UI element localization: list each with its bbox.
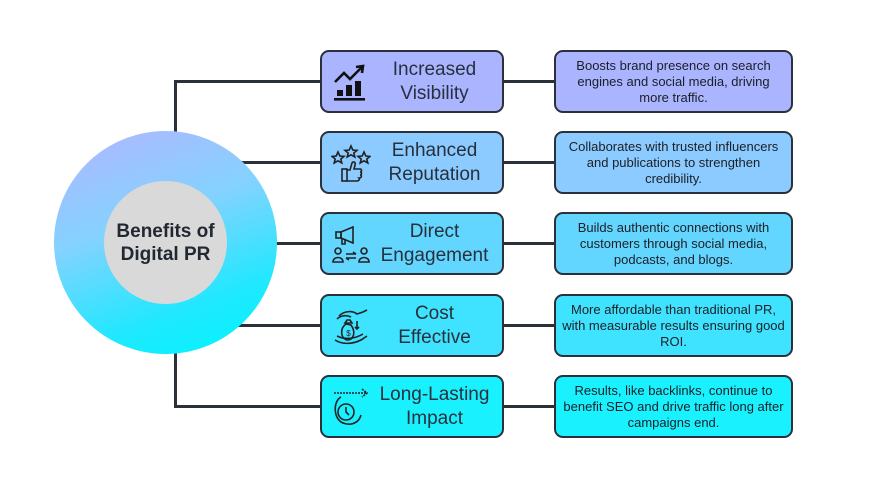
benefit-box-cost-effective: $ Cost Effective	[320, 294, 504, 357]
benefit-title: Enhanced Reputation	[371, 139, 502, 187]
clock-arrow-icon	[334, 387, 369, 425]
svg-text:$: $	[346, 329, 351, 338]
link-line-5	[503, 405, 555, 408]
link-line-2	[503, 161, 555, 164]
stars-thumbs-up-icon	[331, 143, 371, 182]
branch-line-3	[270, 242, 322, 245]
benefit-title: Direct Engagement	[371, 220, 502, 268]
benefit-description: Builds authentic connections with custom…	[577, 219, 770, 267]
benefit-title-line1: Long-Lasting	[379, 383, 490, 405]
benefit-title: Increased Visibility	[371, 58, 502, 106]
benefit-box-enhanced-reputation: Enhanced Reputation	[320, 131, 504, 194]
benefit-description: Results, like backlinks, continue to ben…	[563, 382, 784, 430]
growth-chart-icon	[334, 63, 365, 101]
benefit-description: More affordable than traditional PR, wit…	[562, 301, 785, 349]
benefit-description-box: Boosts brand presence on search engines …	[554, 50, 793, 113]
branch-line-2	[230, 161, 322, 164]
link-line-3	[503, 242, 555, 245]
benefit-title-line2: Engagement	[380, 244, 489, 266]
benefit-title-line1: Enhanced	[391, 139, 478, 161]
benefit-title-line1: Direct	[409, 220, 460, 242]
benefit-description: Collaborates with trusted influencers an…	[568, 138, 779, 186]
benefit-description-box: Results, like backlinks, continue to ben…	[554, 375, 793, 438]
benefit-title-line2: Effective	[398, 326, 471, 348]
money-bag-hands-icon: $	[334, 308, 368, 344]
link-line-4	[503, 324, 555, 327]
branch-line-4	[230, 324, 322, 327]
benefit-title: Long-Lasting Impact	[371, 383, 502, 431]
link-line-1	[503, 80, 555, 83]
benefit-description-box: More affordable than traditional PR, wit…	[554, 294, 793, 357]
benefit-description: Boosts brand presence on search engines …	[576, 57, 771, 105]
benefit-title-line2: Visibility	[400, 82, 469, 104]
benefit-description-box: Collaborates with trusted influencers an…	[554, 131, 793, 194]
benefit-title-line2: Impact	[405, 407, 464, 429]
branch-line-5	[174, 405, 322, 408]
center-title: Benefits of Digital PR	[116, 220, 215, 265]
benefit-title: Cost Effective	[371, 302, 502, 350]
megaphone-people-icon	[332, 225, 370, 263]
benefit-box-increased-visibility: Increased Visibility	[320, 50, 504, 113]
branch-line-1	[174, 80, 322, 83]
benefit-title-line1: Cost	[414, 302, 455, 324]
benefit-title-line2: Reputation	[388, 163, 481, 185]
center-circle: Benefits of Digital PR	[104, 181, 227, 304]
benefit-box-long-lasting-impact: Long-Lasting Impact	[320, 375, 504, 438]
benefit-title-line1: Increased	[392, 58, 477, 80]
benefit-box-direct-engagement: Direct Engagement	[320, 212, 504, 275]
benefit-description-box: Builds authentic connections with custom…	[554, 212, 793, 275]
